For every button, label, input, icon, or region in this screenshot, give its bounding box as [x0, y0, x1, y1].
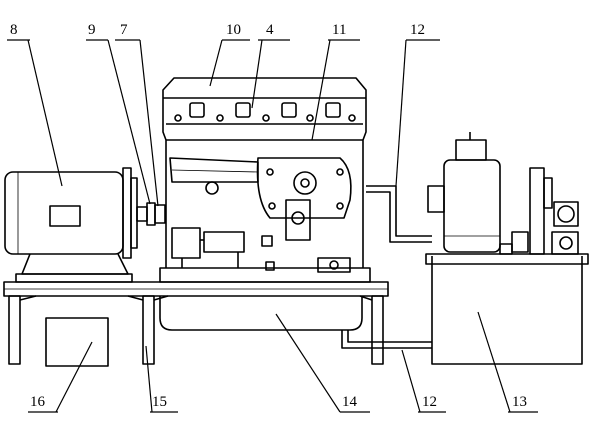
label-14: 14	[342, 394, 358, 410]
label-12-bottom: 12	[422, 394, 437, 410]
electric-motor	[4, 167, 138, 283]
label-10: 10	[226, 22, 241, 38]
label-7: 7	[120, 22, 128, 38]
label-11: 11	[332, 22, 346, 38]
hydraulic-pipes	[341, 185, 432, 349]
leader-lines	[7, 39, 538, 413]
label-9: 9	[88, 22, 96, 38]
hydraulic-station	[425, 132, 589, 365]
label-15: 15	[152, 394, 167, 410]
label-4: 4	[266, 22, 274, 38]
label-12-top: 12	[410, 22, 425, 38]
part-labels: 8 9 7 10 4 11 12 16 15 14 12 13	[10, 22, 527, 410]
oil-pan	[159, 296, 363, 331]
test-bench-table	[3, 281, 389, 365]
coupling	[136, 202, 166, 226]
engine-block	[159, 77, 371, 283]
label-13: 13	[512, 394, 527, 410]
label-16: 16	[30, 394, 46, 410]
control-box	[45, 317, 109, 367]
label-8: 8	[10, 22, 18, 38]
